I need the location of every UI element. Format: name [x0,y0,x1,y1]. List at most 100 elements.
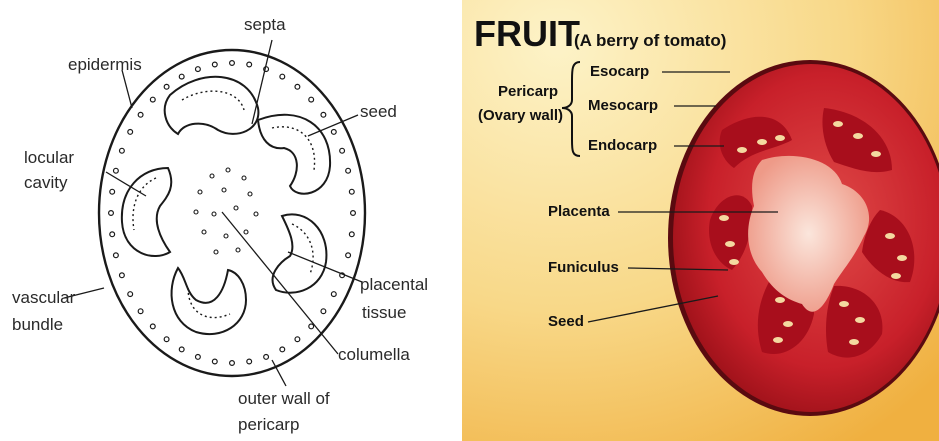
tomato-seed [853,133,863,139]
vascular-bundle-dot [280,347,285,352]
vascular-bundle-dot [351,211,356,216]
label-pericarp: Pericarp [498,83,558,100]
columella-dot [198,190,202,194]
vascular-bundle-dot [230,361,235,366]
tomato-seed [885,233,895,239]
locule-bottom [172,268,246,334]
tomato-seed [897,255,907,261]
vascular-bundle-dot [150,324,155,329]
vascular-bundle-dot [138,112,143,117]
vascular-bundle-dot [110,189,115,194]
tomato-seed [833,121,843,127]
tomato-seed [773,337,783,343]
columella-dot [244,230,248,234]
columella-dot [194,210,198,214]
vascular-bundle-dot [230,61,235,66]
tomato-photo-illustration: FRUIT (A berry of tomato) Pericarp (Ovar… [462,0,939,441]
columella-dot [222,188,226,192]
tomato-seed [871,151,881,157]
vascular-bundle-dot [309,97,314,102]
label-ovary-wall: (Ovary wall) [478,107,563,124]
label-epidermis: epidermis [68,55,142,74]
subtitle-berry: (A berry of tomato) [574,31,726,50]
columella-dots [194,168,258,254]
label-cavity: cavity [24,173,68,192]
columella-dot [254,212,258,216]
right-diagram: FRUIT (A berry of tomato) Pericarp (Ovar… [462,0,939,441]
label-seed-right: Seed [548,313,584,330]
locule-right-bottom [273,214,327,292]
columella-dot [236,248,240,252]
label-mesocarp: Mesocarp [588,97,658,114]
columella-dot [214,250,218,254]
label-locular: locular [24,148,74,167]
vascular-bundle-dot [128,292,133,297]
columella-dot [226,168,230,172]
locule-top [165,77,259,134]
columella-dot [242,176,246,180]
vascular-bundle-dot [295,84,300,89]
label-placenta: Placenta [548,203,610,220]
vascular-bundle-dot [247,359,252,364]
label-tissue: tissue [362,303,406,322]
vascular-bundle-dot [179,74,184,79]
label-funiculus: Funiculus [548,259,619,276]
vascular-bundle-dot [280,74,285,79]
vascular-bundle-dot [349,232,354,237]
vascular-bundle-dot [349,189,354,194]
tomato-seed [839,301,849,307]
label-outer-wall: outer wall of [238,389,330,408]
vascular-bundle-dot [196,67,201,72]
locule-right-top [258,115,330,194]
tomato-seed [783,321,793,327]
tomato-seed [775,135,785,141]
columella-dot [248,192,252,196]
vascular-bundle-dot [196,355,201,360]
vascular-bundle-dot [264,355,269,360]
tomato-seed [757,139,767,145]
vascular-bundle-dot [295,337,300,342]
locule-left [122,168,171,256]
vascular-bundle-dot [331,130,336,135]
vascular-bundle-dot [247,62,252,67]
tomato-seed [855,317,865,323]
columella-dot [212,212,216,216]
vascular-bundle-dot [179,347,184,352]
vascular-bundle-dot [331,292,336,297]
vascular-bundle-dot [212,62,217,67]
tomato-seed [775,297,785,303]
label-placental: placental [360,275,428,294]
columella-dot [224,234,228,238]
vascular-bundle-dot [321,309,326,314]
label-pericarp-left: pericarp [238,415,299,434]
tomato-seed [891,273,901,279]
vascular-bundle-dot [120,273,125,278]
vascular-bundle-dot [212,359,217,364]
label-bundle: bundle [12,315,63,334]
vascular-bundle-dot [109,211,114,216]
vascular-bundle-dot [164,337,169,342]
title-fruit: FRUIT [474,13,580,54]
vascular-bundle-dot [138,309,143,314]
label-seed-left: seed [360,102,397,121]
vascular-bundle-dot [110,232,115,237]
label-esocarp: Esocarp [590,63,649,80]
tomato-seed [729,259,739,265]
vascular-bundle-dot [309,324,314,329]
tomato-seed [725,241,735,247]
columella-dot [202,230,206,234]
columella-dot [234,206,238,210]
columella-dot [210,174,214,178]
tomato-seed [737,147,747,153]
vascular-bundle-dot [346,253,351,258]
label-vascular: vascular [12,288,76,307]
label-columella: columella [338,345,410,364]
vascular-bundle-dot [321,112,326,117]
vascular-bundle-dot [114,253,119,258]
label-septa: septa [244,15,286,34]
left-diagram: septa epidermis seed locular cavity vasc… [0,0,455,441]
tomato-seed [849,339,859,345]
tomato-section-drawing: septa epidermis seed locular cavity vasc… [0,0,455,441]
vascular-bundle-dot [150,97,155,102]
vascular-bundle-dot [114,168,119,173]
